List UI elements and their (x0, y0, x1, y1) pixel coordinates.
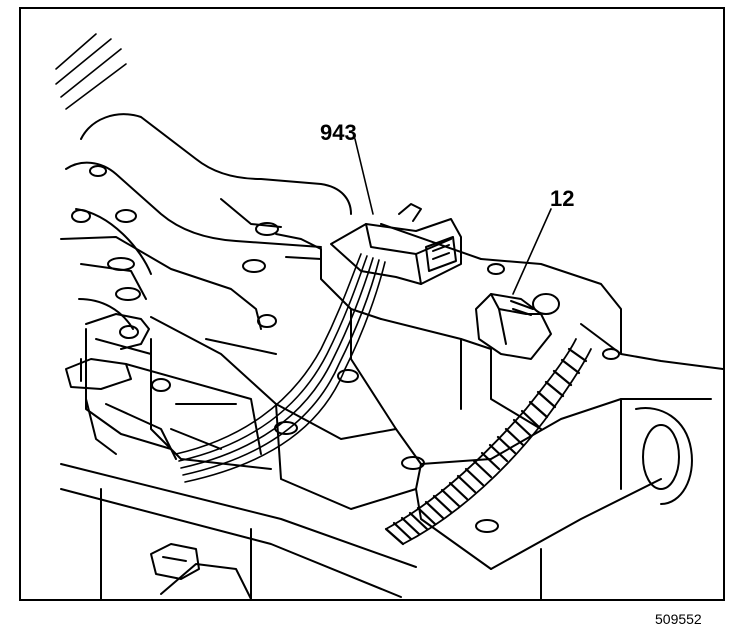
valve-body-casting (60, 113, 723, 599)
figure-number: 509552 (655, 611, 702, 627)
corrugated-conduit (384, 338, 592, 546)
connector-943 (330, 203, 462, 285)
transmission-wiring-illustration (55, 33, 723, 599)
callout-12: 12 (550, 186, 575, 211)
connector-12 (475, 293, 552, 360)
bolt-holes (71, 165, 620, 533)
hatch-lines (55, 33, 127, 110)
leader-lines (354, 138, 552, 295)
callout-943: 943 (320, 120, 357, 145)
wire-harness-943 (175, 253, 386, 483)
illustration-frame: 943 12 (19, 7, 725, 601)
pressure-switch-bracket (65, 313, 222, 460)
bolt-head (150, 543, 200, 580)
